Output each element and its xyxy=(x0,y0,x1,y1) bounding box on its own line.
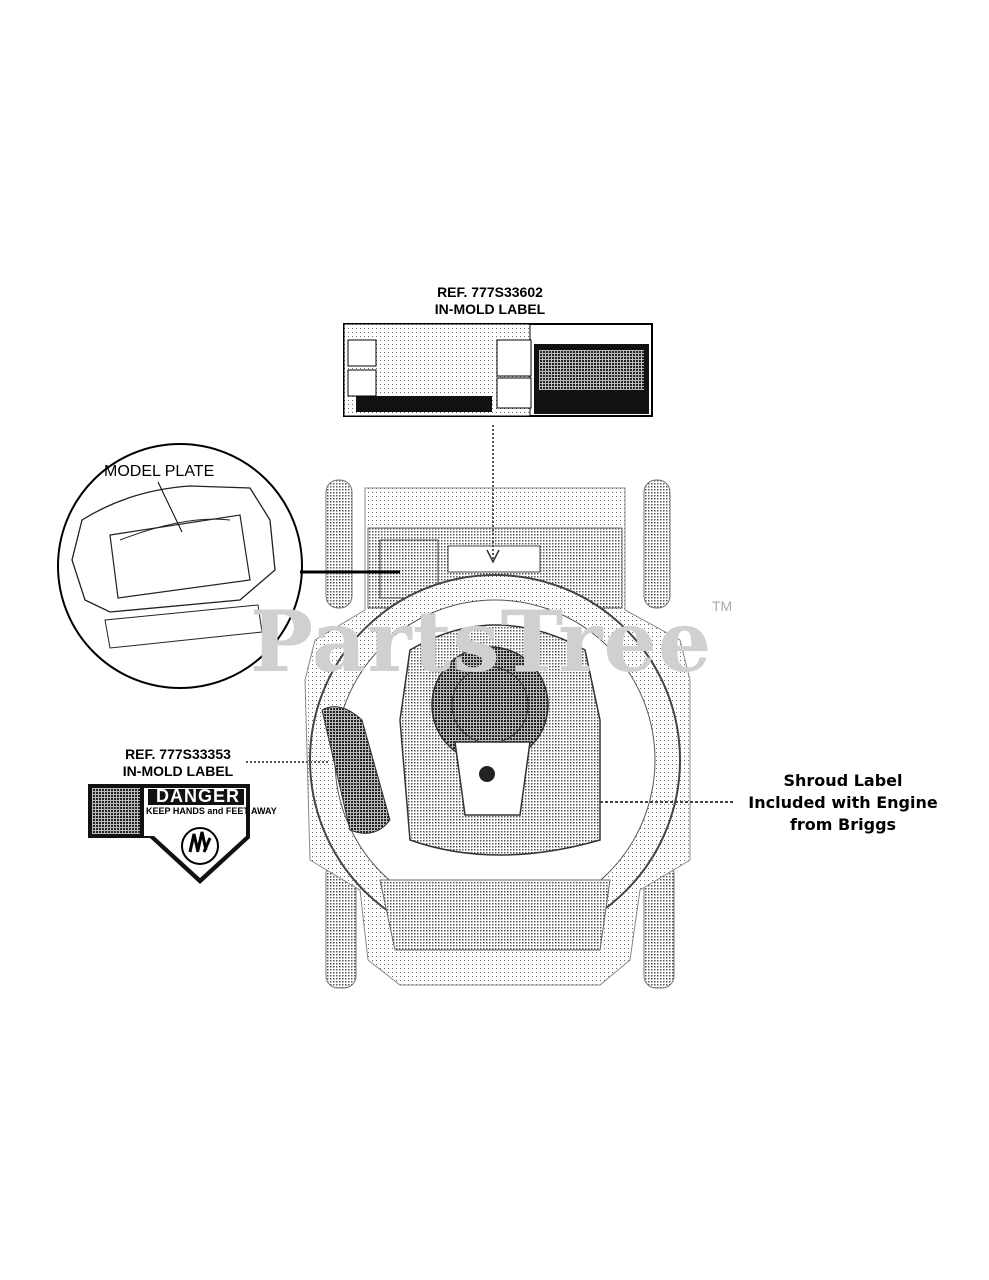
danger-subtitle: KEEP HANDS and FEET AWAY xyxy=(146,806,277,816)
model-plate-callout xyxy=(57,443,303,689)
shroud-label-line2: Included with Engine xyxy=(748,793,938,812)
danger-title: DANGER xyxy=(156,786,241,806)
top-ref-label: REF. 777S33602 xyxy=(437,284,543,300)
trademark: TM xyxy=(712,598,733,614)
model-plate-label: MODEL PLATE xyxy=(104,463,215,480)
left-type-label: IN-MOLD LABEL xyxy=(122,763,234,779)
watermark: PartsTree xyxy=(250,592,713,691)
left-ref-label: REF. 777S33353 xyxy=(125,746,231,762)
front-left-wheel xyxy=(325,479,353,609)
shroud-knob xyxy=(479,766,495,782)
model-plate-drawing xyxy=(71,485,276,613)
top-type-label: IN-MOLD LABEL xyxy=(434,301,546,317)
front-right-wheel xyxy=(643,479,671,609)
top-decal xyxy=(343,323,653,417)
left-danger-decal xyxy=(88,784,250,884)
shroud-label-line1: Shroud Label xyxy=(783,771,903,790)
shroud-label-line3: from Briggs xyxy=(789,815,897,834)
handle-grip xyxy=(321,706,391,834)
